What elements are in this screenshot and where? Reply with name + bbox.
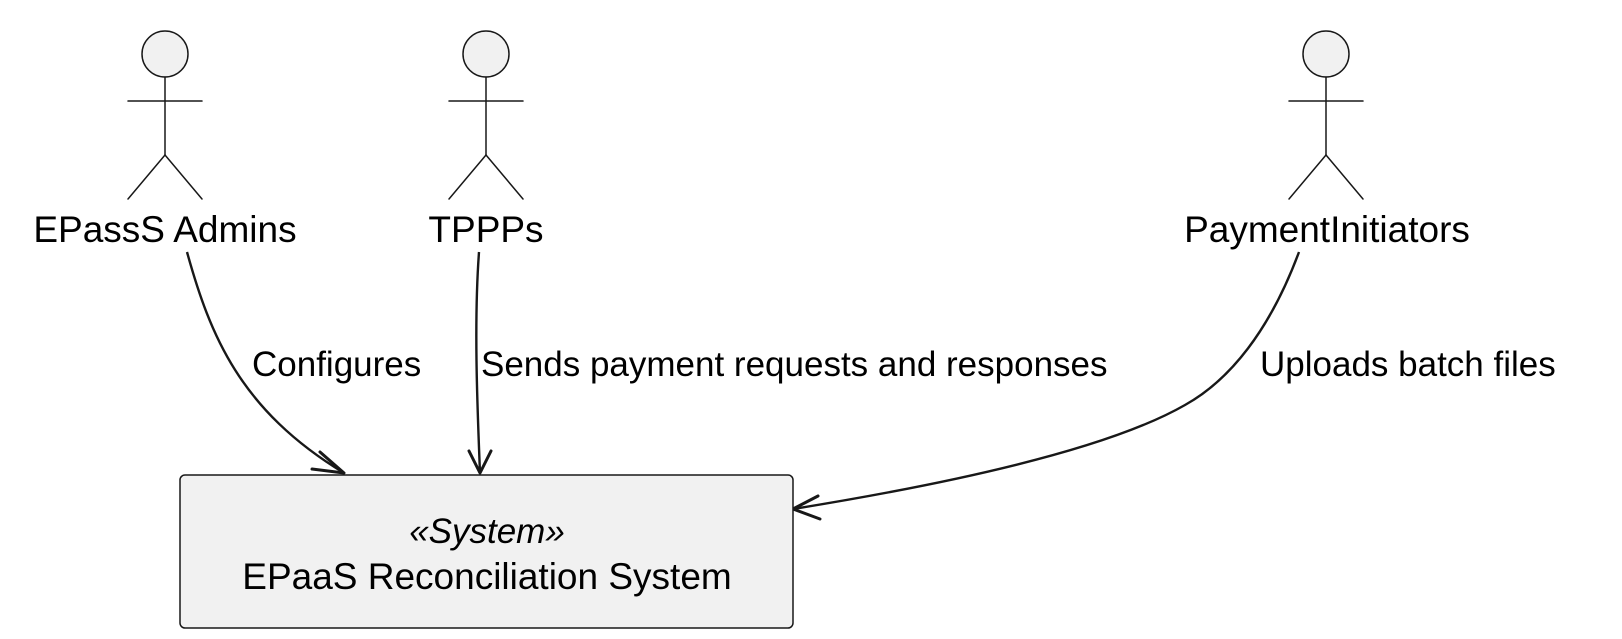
relation-label: Configures bbox=[252, 345, 421, 384]
actor-payment-initiators[interactable]: PaymentInitiators bbox=[1184, 30, 1470, 250]
actor-label: PaymentInitiators bbox=[1184, 209, 1470, 250]
actor-figure-icon bbox=[127, 30, 203, 200]
relation-uploads-batch-files[interactable]: Uploads batch files bbox=[791, 251, 1556, 521]
system-epaas-reconciliation[interactable]: «System» EPaaS Reconciliation System bbox=[179, 474, 794, 629]
relation-label: Sends payment requests and responses bbox=[481, 345, 1108, 384]
actor-epass-admins[interactable]: EPassS Admins bbox=[33, 30, 297, 250]
relation-configures[interactable]: Configures bbox=[185, 251, 421, 475]
system-stereotype: «System» bbox=[409, 512, 565, 551]
actor-tppps[interactable]: TPPPs bbox=[428, 30, 544, 250]
actor-label: TPPPs bbox=[428, 209, 543, 250]
relation-sends-payment-requests[interactable]: Sends payment requests and responses bbox=[467, 251, 1108, 475]
arrowhead-icon bbox=[310, 450, 346, 475]
relation-label: Uploads batch files bbox=[1260, 345, 1556, 384]
relation-edge bbox=[185, 251, 345, 475]
system-box bbox=[179, 474, 794, 629]
relation-edge bbox=[475, 251, 482, 474]
relation-edge bbox=[792, 251, 1301, 511]
actor-figure-icon bbox=[448, 30, 524, 200]
arrowhead-icon bbox=[467, 449, 493, 475]
actor-figure-icon bbox=[1288, 30, 1364, 200]
actor-label: EPassS Admins bbox=[33, 209, 296, 250]
system-name: EPaaS Reconciliation System bbox=[242, 556, 731, 597]
